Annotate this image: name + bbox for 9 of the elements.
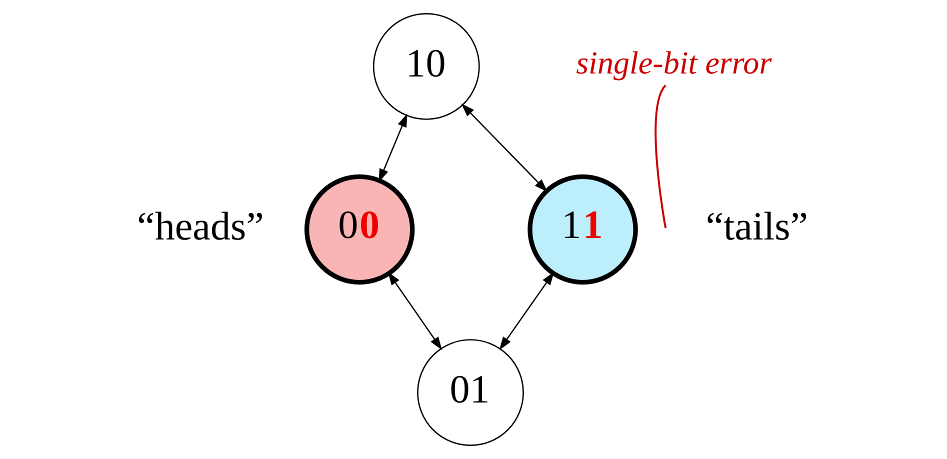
arrow: [388, 272, 442, 350]
connector: [654, 84, 667, 228]
node-text: single-bit error: [576, 44, 772, 80]
node-label: “tails”: [706, 204, 808, 249]
node-label: “heads”: [137, 204, 264, 249]
node-circle: 01: [417, 339, 524, 446]
node-circle: 10: [372, 12, 480, 120]
arrow: [461, 104, 548, 192]
arrow: [499, 272, 554, 350]
